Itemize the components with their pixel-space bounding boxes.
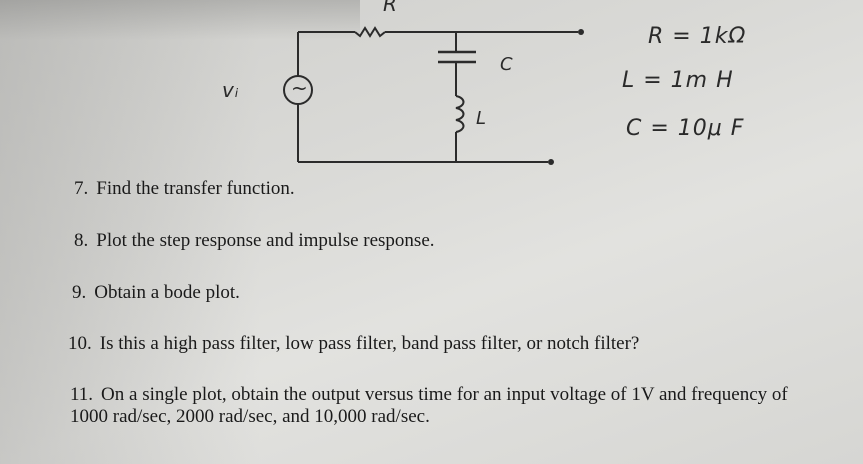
resistance-value: R = 1kΩ (648, 24, 747, 49)
source-symbol: ~ (291, 76, 309, 100)
shadow-top (0, 0, 360, 40)
question-11: 11.On a single plot, obtain the output v… (70, 384, 810, 428)
question-number: 8. (74, 230, 89, 251)
question-8: 8. Plot the step response and impulse res… (74, 230, 435, 252)
ac-source-symbol (283, 75, 313, 105)
question-text: Obtain a bode plot. (94, 282, 240, 303)
question-text: Is this a high pass filter, low pass fil… (99, 333, 640, 354)
shadow-left (0, 0, 260, 464)
inductor-symbol (455, 95, 465, 133)
question-number: 11. (70, 384, 94, 405)
question-text: Plot the step response and impulse respo… (96, 230, 435, 251)
question-number: 10. (68, 333, 92, 354)
source-label: vᵢ (222, 78, 240, 102)
question-7: 7. Find the transfer function. (74, 178, 295, 200)
capacitor-label: C (500, 54, 514, 75)
question-number: 9. (72, 282, 87, 303)
capacitance-value: C = 10μ F (626, 116, 745, 141)
output-terminal-bottom (548, 159, 554, 165)
output-terminal-top (578, 29, 584, 35)
inductor-label: L (476, 108, 488, 129)
resistor-symbol (354, 26, 386, 38)
question-text: On a single plot, obtain the output vers… (70, 384, 788, 427)
resistor-label: R (383, 0, 398, 16)
inductance-value: L = 1m H (622, 68, 734, 93)
question-number: 7. (74, 178, 89, 199)
question-9: 9. Obtain a bode plot. (72, 282, 240, 304)
question-text: Find the transfer function. (96, 178, 295, 199)
question-10: 10. Is this a high pass filter, low pass … (68, 333, 639, 355)
